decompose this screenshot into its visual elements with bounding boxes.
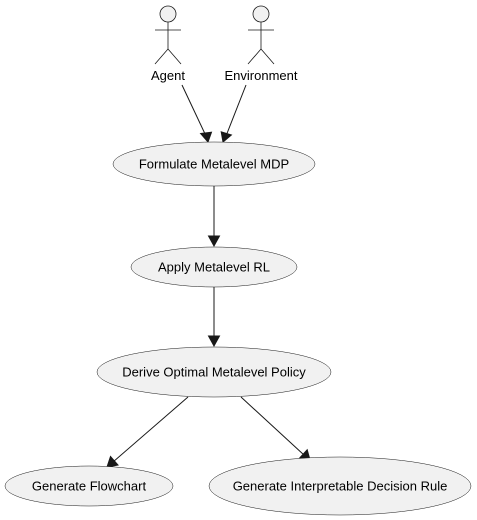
actor-label: Environment bbox=[225, 68, 298, 83]
use-case-label: Generate Interpretable Decision Rule bbox=[233, 479, 448, 494]
actor-agent[interactable]: Agent bbox=[151, 5, 185, 83]
edge-derive-to-rule bbox=[240, 396, 311, 461]
use-case-formulate-mdp[interactable]: Formulate Metalevel MDP bbox=[112, 141, 316, 187]
stick-figure-icon bbox=[154, 5, 182, 65]
stick-figure-icon bbox=[247, 5, 275, 65]
use-case-label: Formulate Metalevel MDP bbox=[139, 157, 289, 172]
edges bbox=[106, 84, 311, 468]
edge-environment-to-formulate bbox=[220, 84, 247, 143]
edge-apply-to-derive bbox=[207, 287, 221, 348]
use-case-label: Generate Flowchart bbox=[32, 479, 147, 494]
actor-label: Agent bbox=[151, 68, 185, 83]
use-case-generate-flowchart[interactable]: Generate Flowchart bbox=[4, 465, 174, 507]
use-case-apply-rl[interactable]: Apply Metalevel RL bbox=[130, 246, 298, 288]
edge-derive-to-flowchart bbox=[106, 396, 189, 468]
use-case-generate-decision-rule[interactable]: Generate Interpretable Decision Rule bbox=[208, 456, 472, 516]
actor-environment[interactable]: Environment bbox=[225, 5, 298, 83]
use-case-derive-policy[interactable]: Derive Optimal Metalevel Policy bbox=[96, 346, 332, 398]
edge-formulate-to-apply bbox=[207, 186, 221, 248]
use-case-label: Derive Optimal Metalevel Policy bbox=[122, 365, 306, 380]
edge-agent-to-formulate bbox=[181, 84, 213, 143]
use-case-label: Apply Metalevel RL bbox=[158, 260, 270, 275]
